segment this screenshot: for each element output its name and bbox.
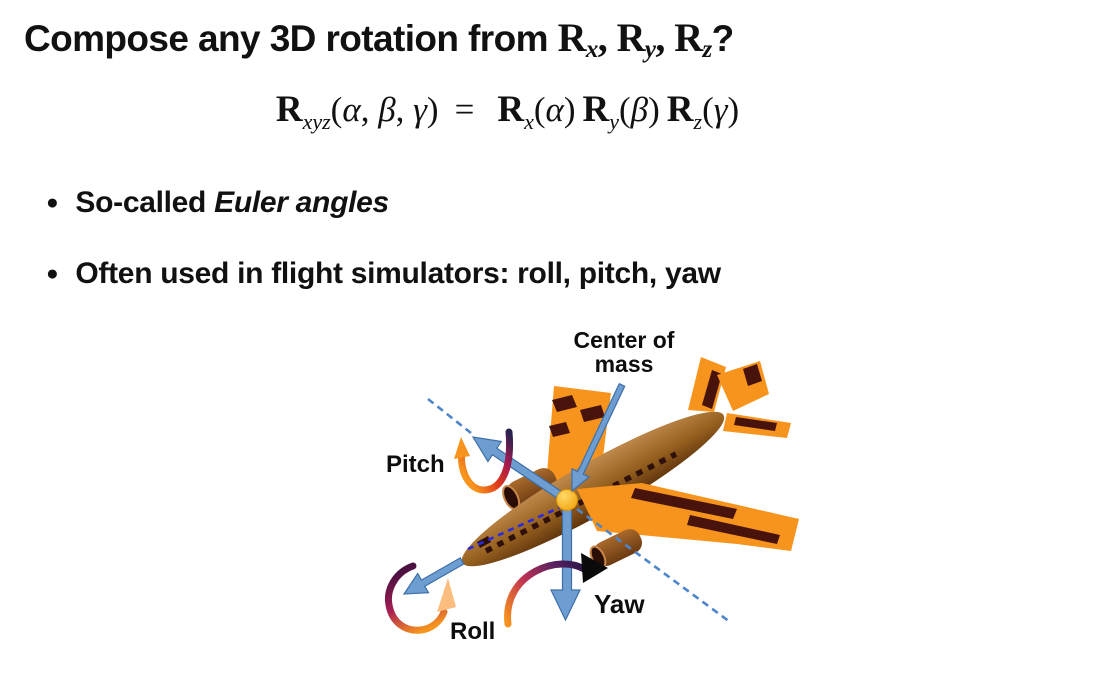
math-term-rx: Rx xyxy=(557,15,599,63)
pitch-rotation-arrowhead xyxy=(454,437,470,459)
bullet-marker: ● xyxy=(46,262,59,285)
bullet-flight-simulators: ● Often used in flight simulators: roll,… xyxy=(46,257,721,291)
tail-fin-stripe xyxy=(702,370,722,409)
tail-fin-stripe xyxy=(743,364,762,386)
bullet-text: So-called Euler angles xyxy=(75,186,389,219)
roll-axis-dashed-line xyxy=(467,503,566,551)
equation-rhs-term-x: Rx(α) xyxy=(497,89,576,134)
pitch-axis-arrow xyxy=(471,436,571,505)
tail-fin xyxy=(688,357,726,412)
roll-axis-arrow xyxy=(402,557,465,595)
equals-sign: = xyxy=(454,90,475,129)
yaw-rotation-arrowhead xyxy=(581,553,608,583)
main-wing-stripe xyxy=(631,488,737,519)
roll-rotation-arrowhead xyxy=(437,578,456,612)
math-term-ry: Ry xyxy=(616,15,656,63)
title-separator: , xyxy=(597,15,617,60)
pitch-label: Pitch xyxy=(386,451,445,478)
title-question-mark: ? xyxy=(711,18,735,59)
equation-rhs-term-y: Ry(β) xyxy=(582,89,660,134)
far-engine xyxy=(502,468,558,511)
pitch-axis-dashed-line xyxy=(427,397,731,624)
title-text: Compose any 3D rotation from xyxy=(24,18,558,59)
far-wing-stripe xyxy=(580,405,605,422)
cockpit-mark xyxy=(477,536,491,548)
equation-rhs-term-z: Rz(γ) xyxy=(666,89,740,134)
yaw-label: Yaw xyxy=(594,589,645,619)
tail-stabilizer-stripe xyxy=(734,417,777,431)
center-of-mass-pointer-arrow xyxy=(571,382,626,493)
yaw-rotation-arrow xyxy=(504,560,588,628)
title-separator: , xyxy=(655,15,675,60)
center-of-mass-label: Center of mass xyxy=(573,327,675,377)
euler-angles-equation: Rxyz(α, β, γ)=Rx(α)Ry(β)Rz(γ) xyxy=(275,89,740,134)
main-wing-stripe xyxy=(687,515,780,544)
slide-title: Compose any 3D rotation from Rx, Ry, Rz? xyxy=(24,14,735,63)
center-of-mass-dot xyxy=(556,489,578,511)
far-wing-stripe xyxy=(552,395,577,412)
math-term-rz: Rz xyxy=(674,15,712,63)
fuselage-windows xyxy=(484,451,678,554)
roll-label: Roll xyxy=(450,618,496,645)
far-wing-stripe xyxy=(549,422,570,437)
rotation-arrows xyxy=(384,428,608,634)
roll-rotation-arrow xyxy=(384,562,448,634)
pitch-rotation-arrow xyxy=(457,428,514,494)
airplane xyxy=(461,357,799,569)
bullet-text: Often used in flight simulators: roll, p… xyxy=(75,257,721,290)
bullet-euler-angles: ● So-called Euler angles xyxy=(46,186,389,220)
bullet-marker: ● xyxy=(46,191,59,214)
